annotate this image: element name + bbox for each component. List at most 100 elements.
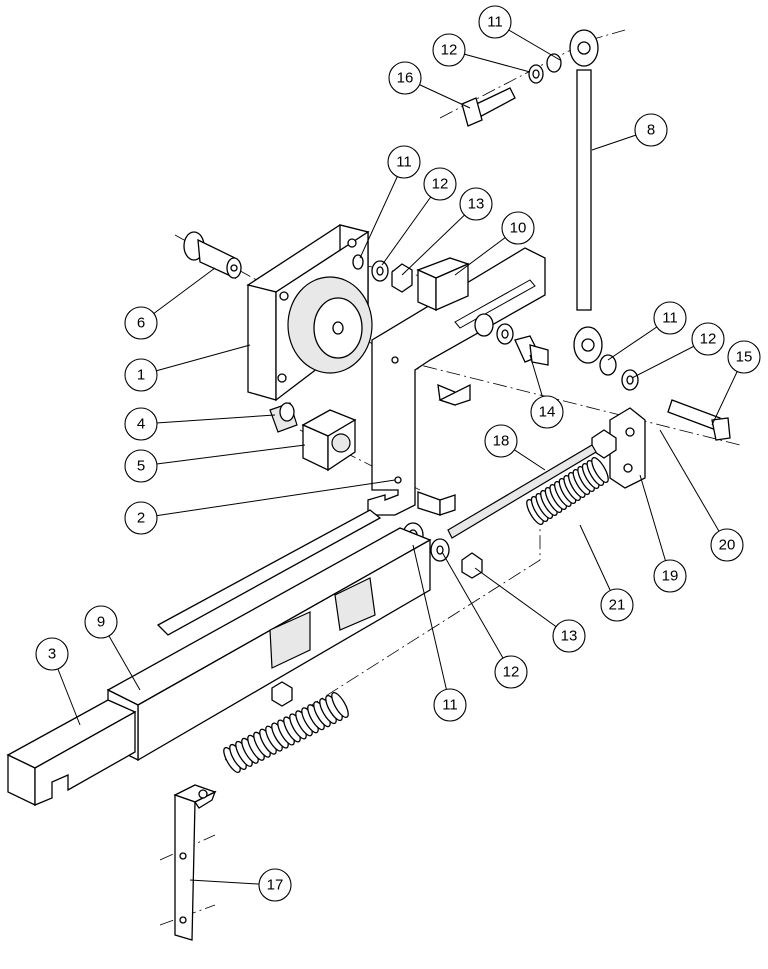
callout-number: 4	[137, 416, 145, 433]
callout-number: 2	[137, 510, 145, 527]
leader-line	[140, 344, 251, 376]
leader-line	[412, 544, 451, 706]
callout-12: 12	[691, 322, 725, 356]
callout-number: 12	[432, 176, 449, 193]
callout-circle	[494, 655, 528, 689]
callout-number: 12	[700, 331, 717, 348]
callout-12: 12	[494, 655, 528, 689]
callout-circle	[432, 33, 466, 67]
leader-line	[359, 161, 405, 259]
callout-number: 11	[396, 154, 412, 171]
callout-circle	[459, 187, 493, 221]
part-1-bearing-plate	[246, 224, 373, 402]
part-9-slide-bar	[106, 509, 432, 762]
callout-circle	[484, 424, 518, 458]
callout-circle	[258, 868, 292, 902]
callout-circle	[35, 637, 69, 671]
callout-number: 16	[397, 70, 414, 87]
part-3-slide-bar	[6, 699, 137, 807]
part-2-bracket	[367, 247, 546, 516]
callout-2: 2	[124, 501, 158, 535]
callout-circle	[653, 301, 687, 335]
callout-6: 6	[124, 306, 158, 340]
callout-circle	[124, 407, 158, 441]
callout-number: 14	[539, 404, 556, 421]
callout-11: 11	[433, 688, 467, 722]
leader-line	[474, 567, 570, 637]
callout-16: 16	[388, 61, 422, 95]
leader-line	[401, 203, 477, 276]
callout-3: 3	[35, 637, 69, 671]
callout-13: 13	[459, 187, 493, 221]
callout-circle	[478, 5, 512, 39]
callout-11: 11	[653, 301, 687, 335]
callout-number: 13	[468, 196, 485, 213]
callout-18: 18	[484, 424, 518, 458]
leader-line	[381, 183, 441, 266]
callout-number: 15	[736, 349, 753, 366]
callout-4: 4	[124, 407, 158, 441]
callout-number: 3	[48, 646, 56, 663]
callout-number: 18	[493, 433, 510, 450]
part-17-spring	[223, 691, 349, 774]
callout-circle	[501, 211, 535, 245]
callout-number: 12	[503, 664, 520, 681]
callout-circle	[124, 358, 158, 392]
callout-labels: 1112168111213106111121541451822019211393…	[35, 5, 761, 902]
callout-10: 10	[501, 211, 535, 245]
callout-circle	[124, 501, 158, 535]
callout-8: 8	[634, 113, 668, 147]
centerlines	[159, 29, 741, 926]
leader-line	[140, 414, 276, 425]
part-6-pin	[183, 231, 242, 280]
callout-circle	[600, 588, 634, 622]
part-5-block	[301, 409, 357, 472]
callout-number: 9	[97, 614, 105, 631]
callout-number: 8	[647, 122, 655, 139]
callout-circle	[634, 113, 668, 147]
part-10-clamp	[416, 257, 470, 312]
callout-11: 11	[387, 145, 421, 179]
callout-20: 20	[710, 528, 744, 562]
leader-line	[639, 474, 671, 577]
callout-circle	[552, 619, 586, 653]
callout-number: 17	[267, 877, 284, 894]
callout-circle	[433, 688, 467, 722]
callout-circle	[84, 605, 118, 639]
callout-circle	[124, 306, 158, 340]
callout-15: 15	[727, 340, 761, 374]
callout-12: 12	[423, 167, 457, 201]
callout-number: 12	[441, 42, 458, 59]
callout-number: 11	[442, 697, 458, 714]
callout-11: 11	[478, 5, 512, 39]
callout-number: 11	[487, 14, 503, 31]
callout-5: 5	[124, 449, 158, 483]
callout-14: 14	[530, 395, 564, 429]
callout-circle	[530, 395, 564, 429]
part-19-spring-plate	[591, 407, 646, 489]
part-8-rod-end-link	[569, 29, 603, 364]
part-18-threaded-rod	[447, 444, 597, 539]
callout-number: 11	[662, 310, 678, 327]
callout-number: 1	[137, 367, 145, 384]
callout-12: 12	[432, 33, 466, 67]
callout-number: 19	[662, 568, 679, 585]
callout-17: 17	[258, 868, 292, 902]
callout-number: 5	[137, 458, 145, 475]
callout-number: 10	[510, 220, 527, 237]
callout-circle	[423, 167, 457, 201]
callout-circle	[388, 61, 422, 95]
callout-circle	[710, 528, 744, 562]
callout-1: 1	[124, 358, 158, 392]
callout-circle	[653, 559, 687, 593]
part-4-bushing	[269, 402, 298, 433]
callout-9: 9	[84, 605, 118, 639]
callout-number: 6	[137, 315, 145, 332]
callout-circle	[124, 449, 158, 483]
callout-circle	[727, 340, 761, 374]
callout-13: 13	[552, 619, 586, 653]
callout-21: 21	[600, 588, 634, 622]
callout-circle	[691, 322, 725, 356]
leader-line	[140, 444, 306, 467]
callout-number: 21	[609, 597, 626, 614]
